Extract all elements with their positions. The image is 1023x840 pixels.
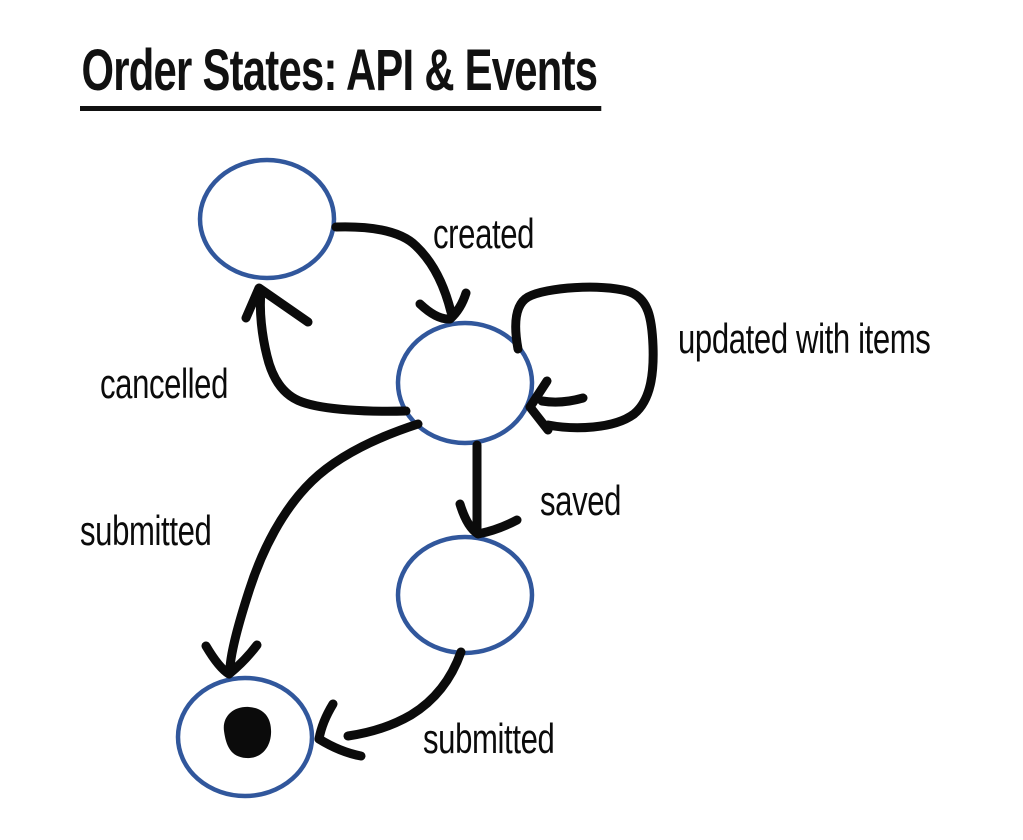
edge-label-saved: saved	[540, 477, 622, 524]
transition-created-arrow	[331, 222, 471, 324]
transition-saved-arrow	[455, 440, 522, 539]
edge-label-submitted-from-saved: submitted	[423, 715, 555, 762]
state-nodes	[175, 157, 535, 799]
transition-cancelled-arrow	[241, 283, 411, 416]
page-title: Order States: API & Events	[80, 42, 602, 111]
transition-submitted-left-arrow	[201, 419, 423, 679]
transition-submitted-right-arrow	[314, 647, 466, 761]
edge-label-updated-with-items: updated with items	[678, 315, 931, 362]
final-state-marker	[223, 706, 272, 759]
state-node-final	[175, 675, 315, 799]
state-node-top-left	[197, 157, 337, 281]
edge-label-cancelled: cancelled	[100, 360, 228, 407]
edge-label-created: created	[433, 210, 535, 257]
edge-label-submitted-to-final: submitted	[80, 507, 212, 554]
transition-updated-self-loop-arrow	[511, 282, 658, 435]
state-node-lower	[395, 534, 535, 656]
state-node-middle	[395, 320, 535, 446]
transition-arrows	[201, 222, 658, 761]
